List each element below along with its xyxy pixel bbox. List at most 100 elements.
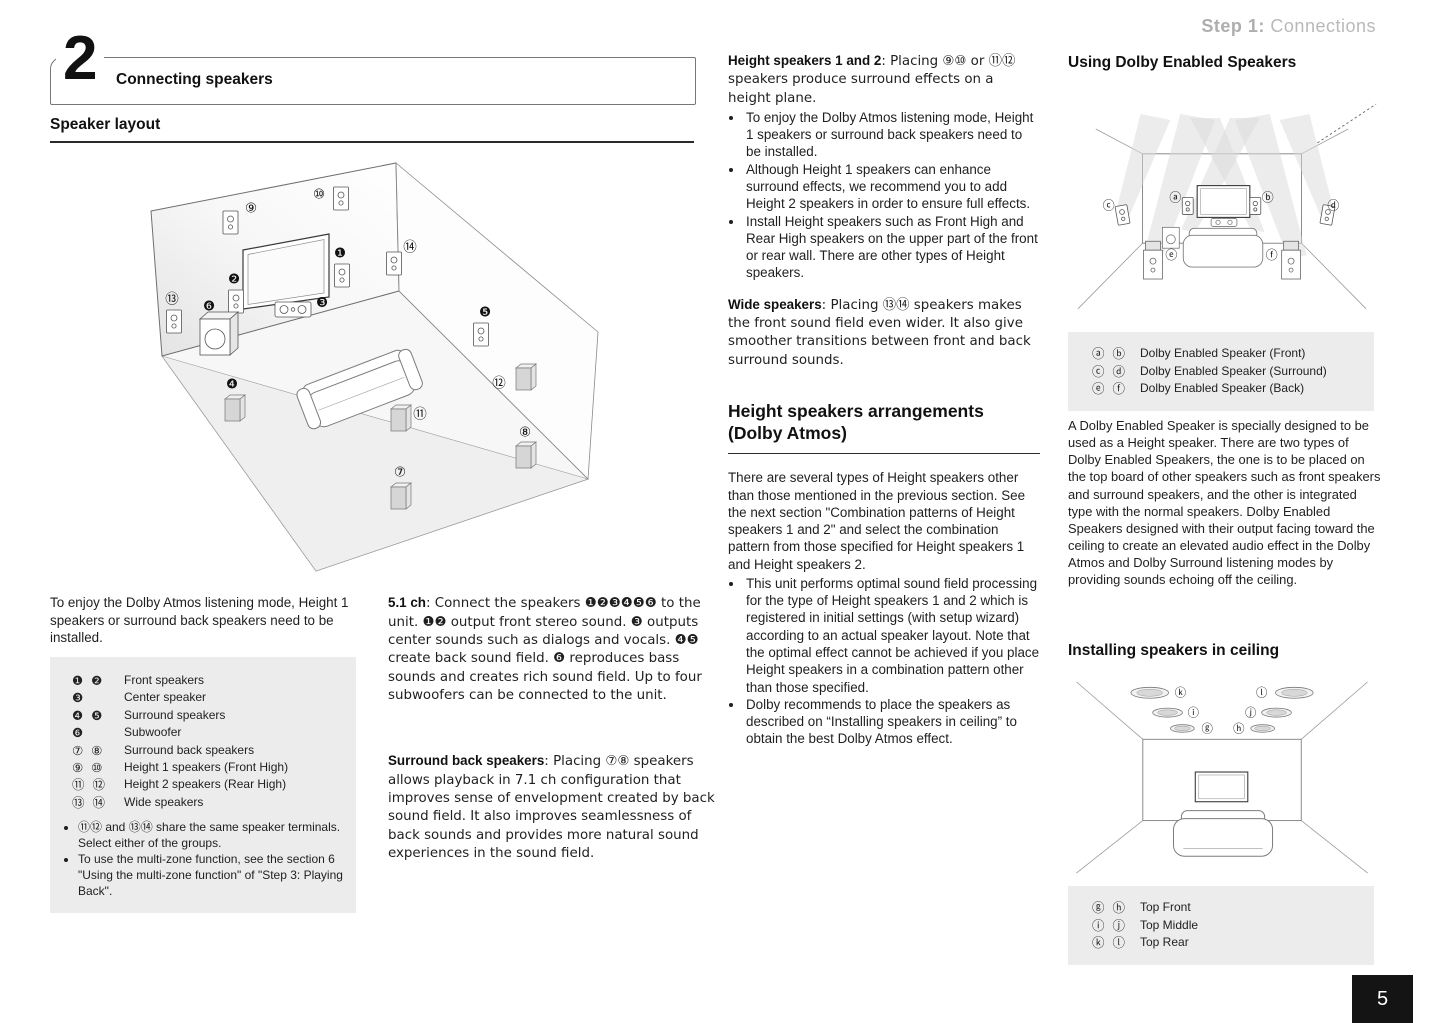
legend-badges: ⓖ ⓗ (1092, 900, 1127, 915)
bullet-item: Although Height 1 speakers can enhance s… (744, 161, 1040, 213)
label-g: ⓖ (1201, 721, 1212, 735)
legend-row: ⑨ ⑩ Height 1 speakers (Front High) (72, 759, 346, 776)
height2-right-speaker-icon (515, 363, 537, 391)
legend-label: Top Rear (1140, 935, 1189, 950)
height12-lead: Height speakers 1 and 2 (728, 53, 882, 68)
center-soundbar-icon (1210, 218, 1238, 227)
chapter-heading-box (50, 57, 696, 105)
legend-note: To use the multi-zone function, see the … (78, 852, 346, 899)
back-speaker-e-icon (1143, 240, 1163, 280)
surround-left-speaker-icon (224, 394, 246, 422)
legend-label: Top Middle (1140, 917, 1199, 932)
legend-label: Dolby Enabled Speaker (Front) (1140, 346, 1306, 360)
chapter-number: 2 (56, 27, 105, 90)
height2-left-speaker-icon (390, 404, 412, 432)
legend-label: Wide speakers (124, 794, 204, 809)
arrangements-paragraph: There are several types of Height speake… (728, 470, 1026, 572)
wide-speakers-lead: Wide speakers (728, 296, 822, 312)
dashed-reflection-line (1317, 103, 1377, 144)
legend-label: Dolby Enabled Speaker (Surround) (1140, 363, 1327, 378)
label-b: ⓑ (1262, 191, 1274, 205)
legend-label: Center speaker (124, 690, 207, 705)
sofa-icon (1173, 810, 1274, 857)
legend-row: ⓐ ⓑ Dolby Enabled Speaker (Front) (1092, 345, 1366, 363)
legend-badges: ⓐ ⓑ (1092, 346, 1127, 361)
section-rule (50, 141, 694, 143)
section-title-ceiling: Installing speakers in ceiling (1068, 642, 1280, 659)
badge-11: ⑪ (413, 407, 427, 423)
ceiling-speakers-diagram: ⓚ ⓘ ⓖ ⓛ ⓙ ⓗ (1076, 681, 1368, 874)
legend-badges: ⑬ ⑭ (72, 794, 107, 810)
label-k: ⓚ (1175, 686, 1186, 700)
legend-row: ❶ ❷ Front speakers (72, 672, 346, 689)
surround-back-right-speaker-icon (515, 441, 537, 469)
tv-icon (1194, 771, 1249, 803)
51ch-paragraph: 5.1 ch: Connect the speakers ❶❷❸❹❺❻ to t… (388, 595, 702, 703)
legend-label: Height 1 speakers (Front High) (124, 760, 289, 775)
atmos-intro-paragraph: To enjoy the Dolby Atmos listening mode,… (50, 595, 349, 645)
legend-badges: ⑨ ⑩ (72, 760, 105, 776)
legend-badges: ❻ (72, 725, 86, 741)
label-j: ⓙ (1245, 706, 1256, 720)
badge-10: ⑩ (313, 187, 325, 203)
dolby-enabled-diagram: ⓐ ⓑ ⓒ ⓓ ⓔ ⓕ (1077, 103, 1377, 310)
front-speaker-a-icon (1181, 197, 1194, 215)
badge-13: ⑬ (165, 292, 179, 308)
chapter-title: Connecting speakers (116, 71, 273, 88)
legend-row: ⓔ ⓕ Dolby Enabled Speaker (Back) (1092, 380, 1366, 398)
back-speaker-f-icon (1281, 240, 1301, 280)
label-i: ⓘ (1188, 706, 1199, 720)
legend-label: Dolby Enabled Speaker (Back) (1140, 381, 1305, 396)
step-title: Connections (1264, 16, 1376, 36)
bullet-item: This unit performs optimal sound field p… (744, 575, 1040, 696)
51ch-lead: 5.1 ch (388, 595, 426, 611)
surround-speaker-d-icon (1319, 204, 1336, 226)
running-header: Step 1: Connections (1020, 16, 1376, 37)
wide-left-speaker-icon (166, 309, 182, 334)
legend-badges: ⓒ ⓓ (1092, 363, 1127, 379)
step-label: Step 1: (1201, 16, 1265, 36)
dolby-diagram-labels: ⓐ ⓑ ⓒ ⓓ ⓔ ⓕ (1103, 191, 1340, 263)
surround-back-left-speaker-icon (390, 482, 412, 510)
legend-label: Front speakers (124, 673, 205, 687)
ceiling-speaker-icons (1130, 686, 1314, 733)
tv-icon (1196, 185, 1251, 218)
section-title-height-arrangements: Height speakers arrangements (Dolby Atmo… (728, 400, 1040, 455)
surround-right-speaker-icon (473, 322, 489, 347)
height12-paragraph: Height speakers 1 and 2: Placing ⑨⑩ or ⑪… (728, 53, 1016, 106)
badge-3: ❸ (316, 295, 328, 311)
ceiling-diagram-labels: ⓚ ⓘ ⓖ ⓛ ⓙ ⓗ (1175, 686, 1268, 736)
legend-badges: ⓔ ⓕ (1092, 381, 1127, 397)
legend-badges: ⑪ ⑫ (72, 777, 107, 793)
page-number: 5 (1352, 975, 1413, 1023)
subwoofer-icon (198, 311, 240, 356)
legend-label: Subwoofer (124, 725, 182, 740)
column-3: Height speakers 1 and 2: Placing ⑨⑩ or ⑪… (728, 52, 1040, 748)
dolby-enabled-paragraph: A Dolby Enabled Speaker is specially des… (1068, 418, 1381, 588)
label-d: ⓓ (1327, 198, 1339, 212)
surround-speaker-c-icon (1114, 204, 1131, 226)
label-h: ⓗ (1233, 721, 1244, 735)
badge-6: ❻ (203, 299, 215, 315)
speaker-layout-diagram: ❶ ❷ ❸ ❹ ❺ ❻ ⑦ ⑧ ⑨ ⑩ ⑪ ⑫ ⑬ ⑭ (150, 162, 599, 572)
subwoofer-icon (1161, 226, 1180, 249)
dolby-legend-box: ⓐ ⓑ Dolby Enabled Speaker (Front) ⓒ ⓓ Dolb… (1068, 332, 1374, 411)
surround-back-paragraph: Surround back speakers: Placing ⑦⑧ speak… (388, 753, 715, 861)
legend-badges: ❶ ❷ (72, 673, 105, 688)
legend-label: Surround back speakers (124, 742, 255, 757)
badge-8: ⑧ (519, 425, 531, 441)
badge-1: ❶ (334, 246, 346, 262)
bullet-item: To enjoy the Dolby Atmos listening mode,… (744, 109, 1040, 161)
label-f: ⓕ (1266, 248, 1278, 262)
front-left-speaker-icon (228, 289, 244, 314)
legend-row: ⓒ ⓓ Dolby Enabled Speaker (Surround) (1092, 363, 1366, 381)
label-e: ⓔ (1165, 248, 1177, 262)
legend-notes: ⑪⑫ and ⑬⑭ share the same speaker termina… (64, 820, 346, 899)
